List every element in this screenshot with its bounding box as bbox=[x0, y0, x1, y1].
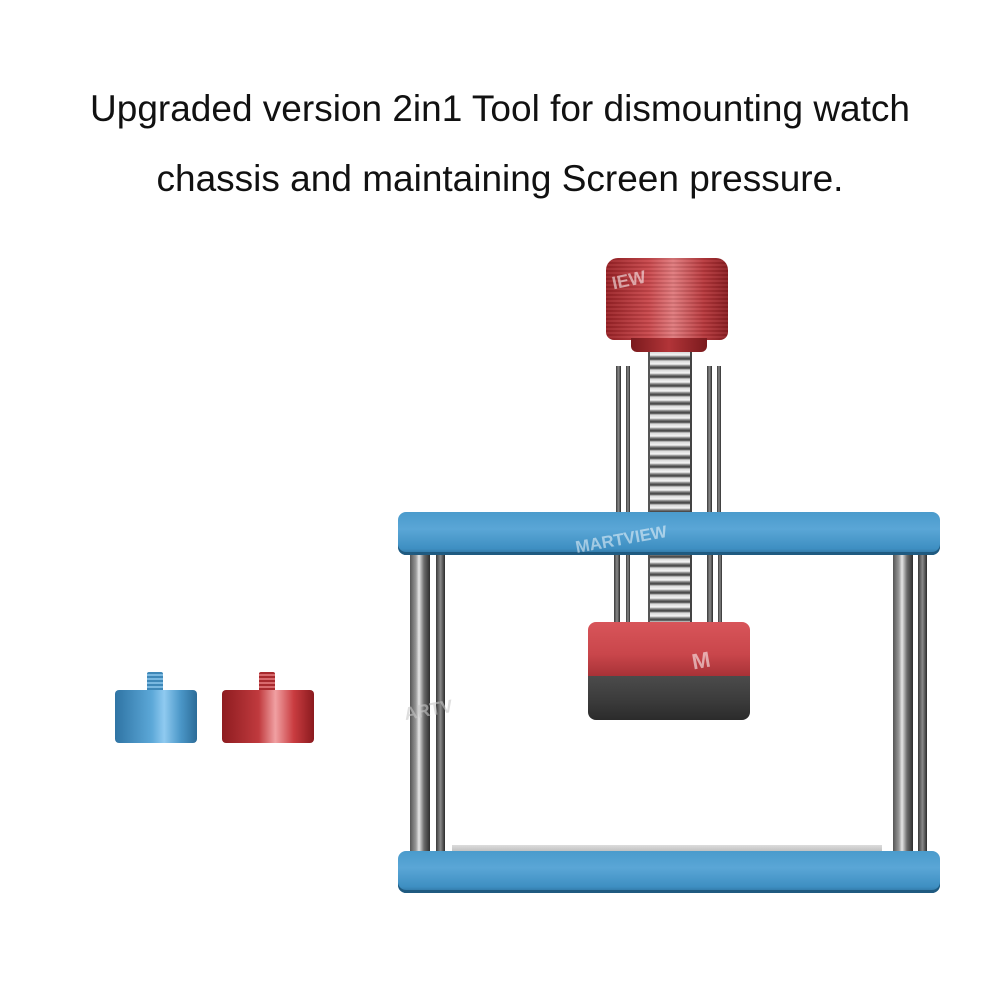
headline-line-2: chassis and maintaining Screen pressure. bbox=[156, 158, 844, 199]
frame-bottom-bar bbox=[398, 851, 940, 893]
guide-rod bbox=[707, 366, 712, 516]
headline-line-1: Upgraded version 2in1 Tool for dismounti… bbox=[90, 88, 910, 129]
blue-adapter-puck bbox=[115, 690, 197, 743]
guide-rod bbox=[718, 555, 722, 625]
frame-post-left-inner bbox=[436, 553, 445, 853]
red-knurled-knob bbox=[606, 258, 728, 340]
frame-post-right-inner bbox=[918, 553, 927, 853]
pressure-pad-red bbox=[588, 622, 750, 676]
knob-collar bbox=[631, 338, 707, 352]
red-puck-thread bbox=[259, 672, 275, 692]
guide-rod bbox=[707, 555, 713, 625]
base-plate bbox=[452, 845, 882, 853]
guide-rod bbox=[626, 555, 630, 625]
frame-top-bar bbox=[398, 512, 940, 555]
pressure-pad-grey bbox=[588, 676, 750, 720]
guide-rod bbox=[717, 366, 721, 516]
guide-rod bbox=[626, 366, 630, 516]
guide-rod bbox=[616, 366, 621, 516]
frame-post-left bbox=[410, 553, 430, 853]
blue-puck-thread bbox=[147, 672, 163, 692]
frame-post-right bbox=[893, 553, 913, 853]
red-adapter-puck bbox=[222, 690, 314, 743]
guide-rod bbox=[614, 555, 620, 625]
threaded-screw bbox=[648, 352, 692, 622]
